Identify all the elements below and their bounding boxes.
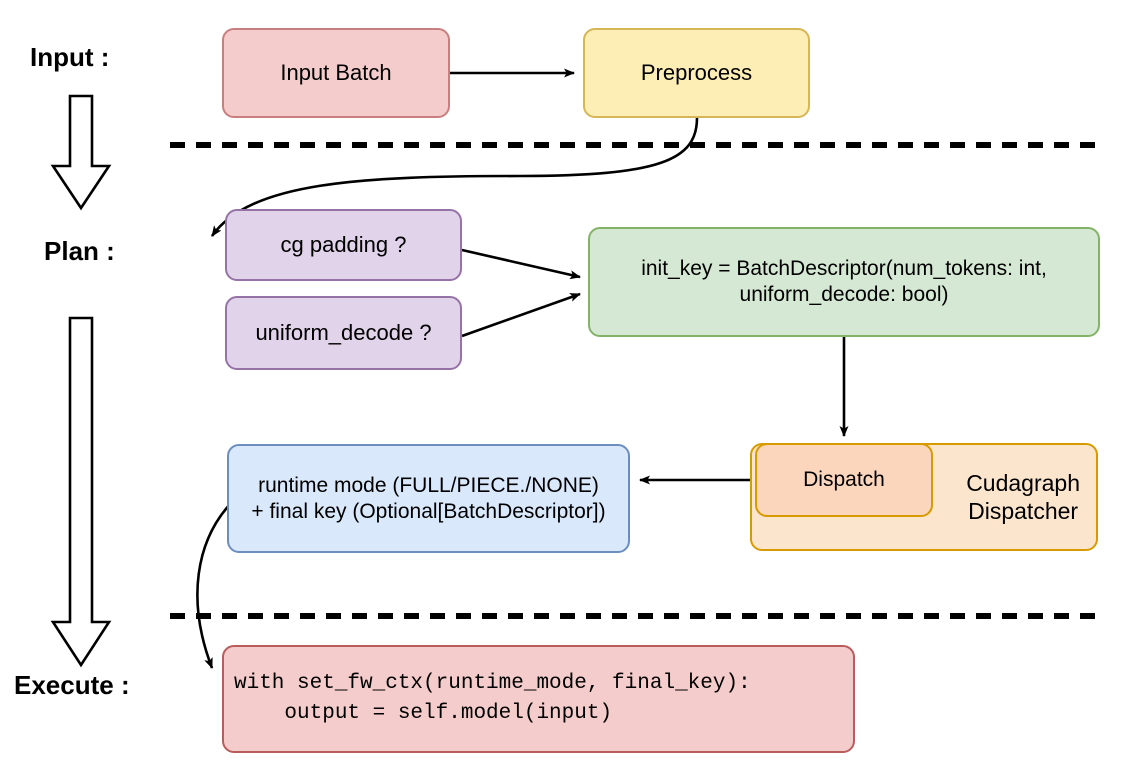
node-input-batch-line-1: Input Batch (280, 59, 392, 85)
block-arrow-plan-to-execute (50, 316, 112, 668)
node-dispatch[interactable]: Dispatch (755, 443, 933, 517)
stage-label-input: Input : (30, 42, 110, 72)
node-uniform-decode-line-1: uniform_decode ? (255, 319, 432, 345)
node-init-key[interactable]: init_key = BatchDescriptor(num_tokens: i… (588, 227, 1100, 337)
block-arrow-input-to-plan (50, 94, 112, 211)
node-cg-padding-line-1: cg padding ? (280, 231, 407, 257)
stage-label-plan: Plan : (44, 236, 115, 266)
node-init-key-line-1: init_key = BatchDescriptor(num_tokens: i… (641, 257, 1047, 281)
node-runtime-mode-line-1: runtime mode (FULL/PIECE./NONE) (258, 473, 599, 497)
stage-label-execute: Execute : (14, 670, 130, 700)
connector-uniform-decode-to-init-key (461, 292, 581, 338)
node-runtime-mode-line-2: + final key (Optional[BatchDescriptor]) (251, 499, 606, 523)
node-runtime-mode-final-key[interactable]: runtime mode (FULL/PIECE./NONE) + final … (227, 444, 630, 553)
node-uniform-decode[interactable]: uniform_decode ? (225, 296, 462, 370)
node-execute-code-line-2: output = self.model(input) (234, 702, 613, 725)
connector-cg-padding-to-init-key (461, 248, 581, 280)
node-cudagraph-dispatcher-line-2: Dispatcher (968, 498, 1079, 524)
node-preprocess-line-1: Preprocess (640, 59, 753, 85)
node-dispatch-line-1: Dispatch (803, 468, 885, 492)
node-cg-padding[interactable]: cg padding ? (225, 209, 462, 281)
node-cudagraph-dispatcher-line-1: Cudagraph (966, 469, 1080, 496)
node-input-batch[interactable]: Input Batch (222, 28, 450, 118)
node-init-key-line-2: uniform_decode: bool) (739, 283, 949, 306)
node-execute-code[interactable]: with set_fw_ctx(runtime_mode, final_key)… (222, 645, 855, 753)
node-preprocess[interactable]: Preprocess (583, 28, 810, 118)
node-execute-code-line-1: with set_fw_ctx(runtime_mode, final_key)… (234, 671, 751, 695)
